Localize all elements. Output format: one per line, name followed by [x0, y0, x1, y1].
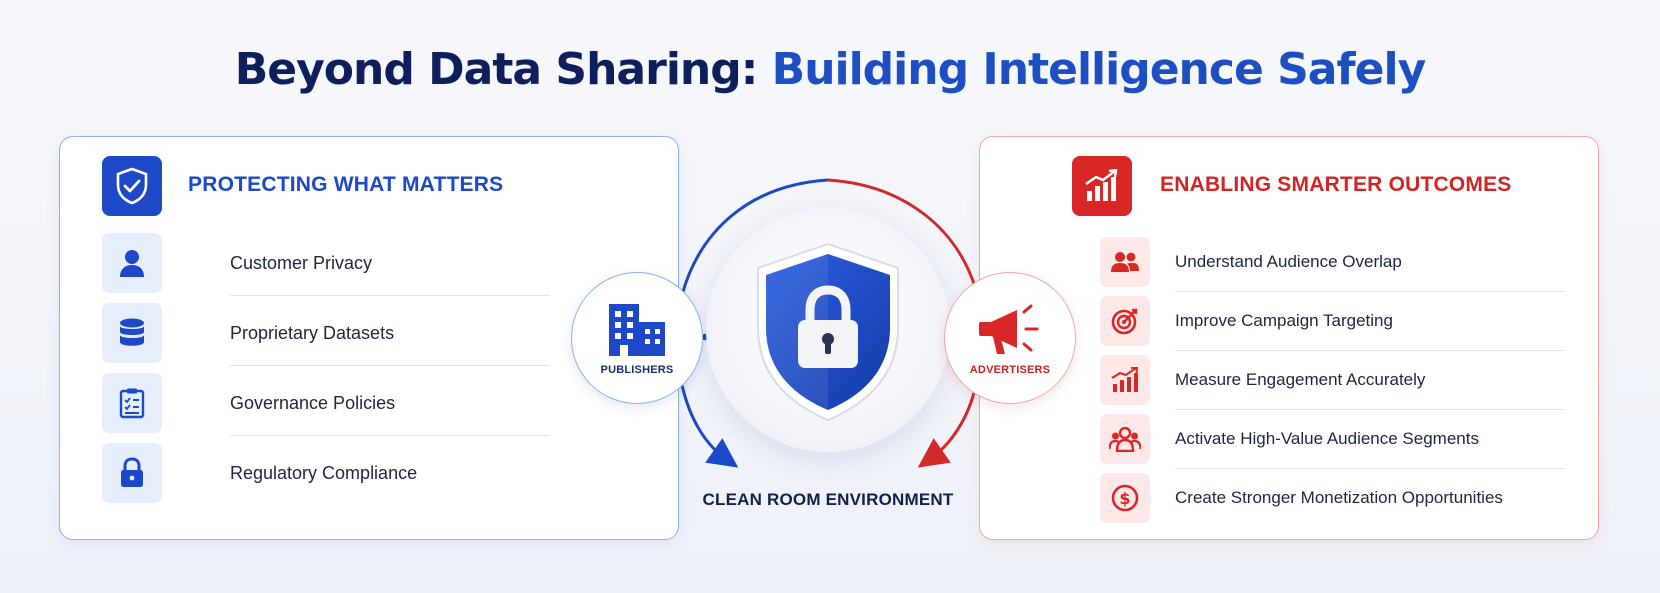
divider: [1175, 409, 1565, 410]
clean-room-label: CLEAN ROOM ENVIRONMENT: [702, 490, 954, 509]
blue-top-arc: [680, 178, 829, 296]
list-item: Regulatory Compliance: [102, 443, 542, 503]
divider: [1175, 468, 1565, 469]
enabling-panel: ENABLING SMARTER OUTCOMES Understand Aud…: [979, 136, 1599, 540]
growth-chart-icon: [1072, 156, 1132, 216]
list-item: Governance Policies: [102, 373, 550, 436]
divider: [230, 365, 550, 366]
target-icon: [1100, 296, 1150, 346]
advertisers-label: ADVERTISERS: [969, 364, 1051, 376]
megaphone-icon: [979, 304, 1039, 354]
item-label: Create Stronger Monetization Opportuniti…: [1175, 488, 1503, 507]
svg-text:$: $: [1119, 489, 1130, 508]
blue-bottom-arc: [680, 384, 739, 468]
publishers-label: PUBLISHERS: [600, 364, 674, 376]
growth-chart-icon: [1100, 355, 1150, 405]
shield-check-icon: [102, 156, 162, 216]
building-icon: [609, 304, 665, 356]
group-icon: [1100, 414, 1150, 464]
divider: [230, 435, 550, 436]
red-bottom-arc: [917, 384, 978, 468]
page-title: Beyond Data Sharing: Building Intelligen…: [0, 44, 1660, 95]
divider: [1175, 350, 1565, 351]
item-label: Activate High-Value Audience Segments: [1175, 429, 1479, 448]
protecting-heading: PROTECTING WHAT MATTERS: [188, 173, 504, 196]
item-label: Measure Engagement Accurately: [1175, 370, 1426, 389]
list-item: Measure Engagement Accurately: [1100, 355, 1570, 410]
item-label: Understand Audience Overlap: [1175, 252, 1402, 271]
list-item: Activate High-Value Audience Segments: [1100, 414, 1570, 469]
dollar-coin-icon: $: [1100, 473, 1150, 523]
title-part-1: Beyond Data Sharing:: [234, 44, 759, 95]
red-top-arc: [827, 178, 978, 291]
item-label: Regulatory Compliance: [230, 463, 418, 483]
protecting-panel: PROTECTING WHAT MATTERS Customer Privacy…: [59, 136, 679, 540]
padlock-icon: [102, 443, 162, 503]
publishers-node: PUBLISHERS: [571, 272, 703, 404]
enabling-heading: ENABLING SMARTER OUTCOMES: [1160, 173, 1512, 196]
clipboard-checklist-icon: [102, 373, 162, 433]
item-label: Proprietary Datasets: [230, 323, 395, 343]
advertisers-node: ADVERTISERS: [944, 272, 1076, 404]
list-item: Improve Campaign Targeting: [1100, 296, 1570, 351]
list-item: $ Create Stronger Monetization Opportuni…: [1100, 473, 1570, 523]
title-part-2: Building Intelligence Safely: [771, 44, 1427, 95]
item-label: Improve Campaign Targeting: [1175, 311, 1393, 330]
divider: [230, 295, 550, 296]
list-item: Proprietary Datasets: [102, 303, 550, 366]
user-icon: [102, 233, 162, 293]
item-label: Governance Policies: [230, 393, 396, 413]
divider: [1175, 291, 1565, 292]
list-item: Customer Privacy: [102, 233, 550, 296]
list-item: Understand Audience Overlap: [1100, 237, 1570, 292]
clean-room-shield: [706, 208, 950, 452]
shield-lock-icon: [757, 242, 899, 422]
database-icon: [102, 303, 162, 363]
item-label: Customer Privacy: [230, 253, 373, 273]
people-icon: [1100, 237, 1150, 287]
